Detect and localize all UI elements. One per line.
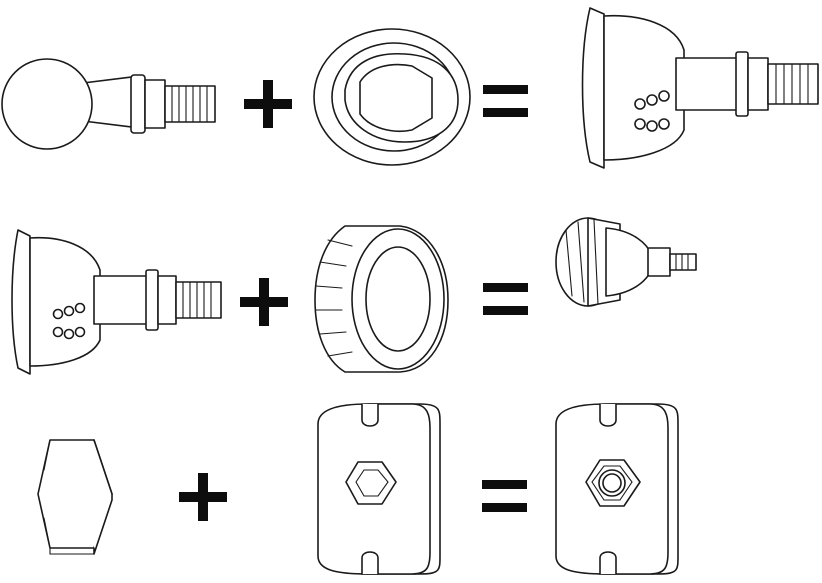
cup-with-stud-icon <box>581 7 819 169</box>
plate-with-nut-icon <box>555 403 679 575</box>
plus-operator-2 <box>240 278 288 326</box>
plus-operator-1 <box>244 80 292 128</box>
socket-cup-icon <box>313 28 471 166</box>
hex-nut-icon <box>37 439 113 555</box>
equals-operator-1 <box>483 85 528 117</box>
mounting-plate-icon <box>317 403 441 575</box>
knurled-nut-ring-icon <box>314 225 449 373</box>
ball-stud-icon <box>1 58 216 150</box>
plus-operator-3 <box>179 473 227 521</box>
assembled-knob-icon <box>555 217 697 307</box>
equals-operator-2 <box>483 283 528 315</box>
equals-operator-3 <box>482 480 527 512</box>
cup-with-stud-icon-2 <box>11 229 222 375</box>
